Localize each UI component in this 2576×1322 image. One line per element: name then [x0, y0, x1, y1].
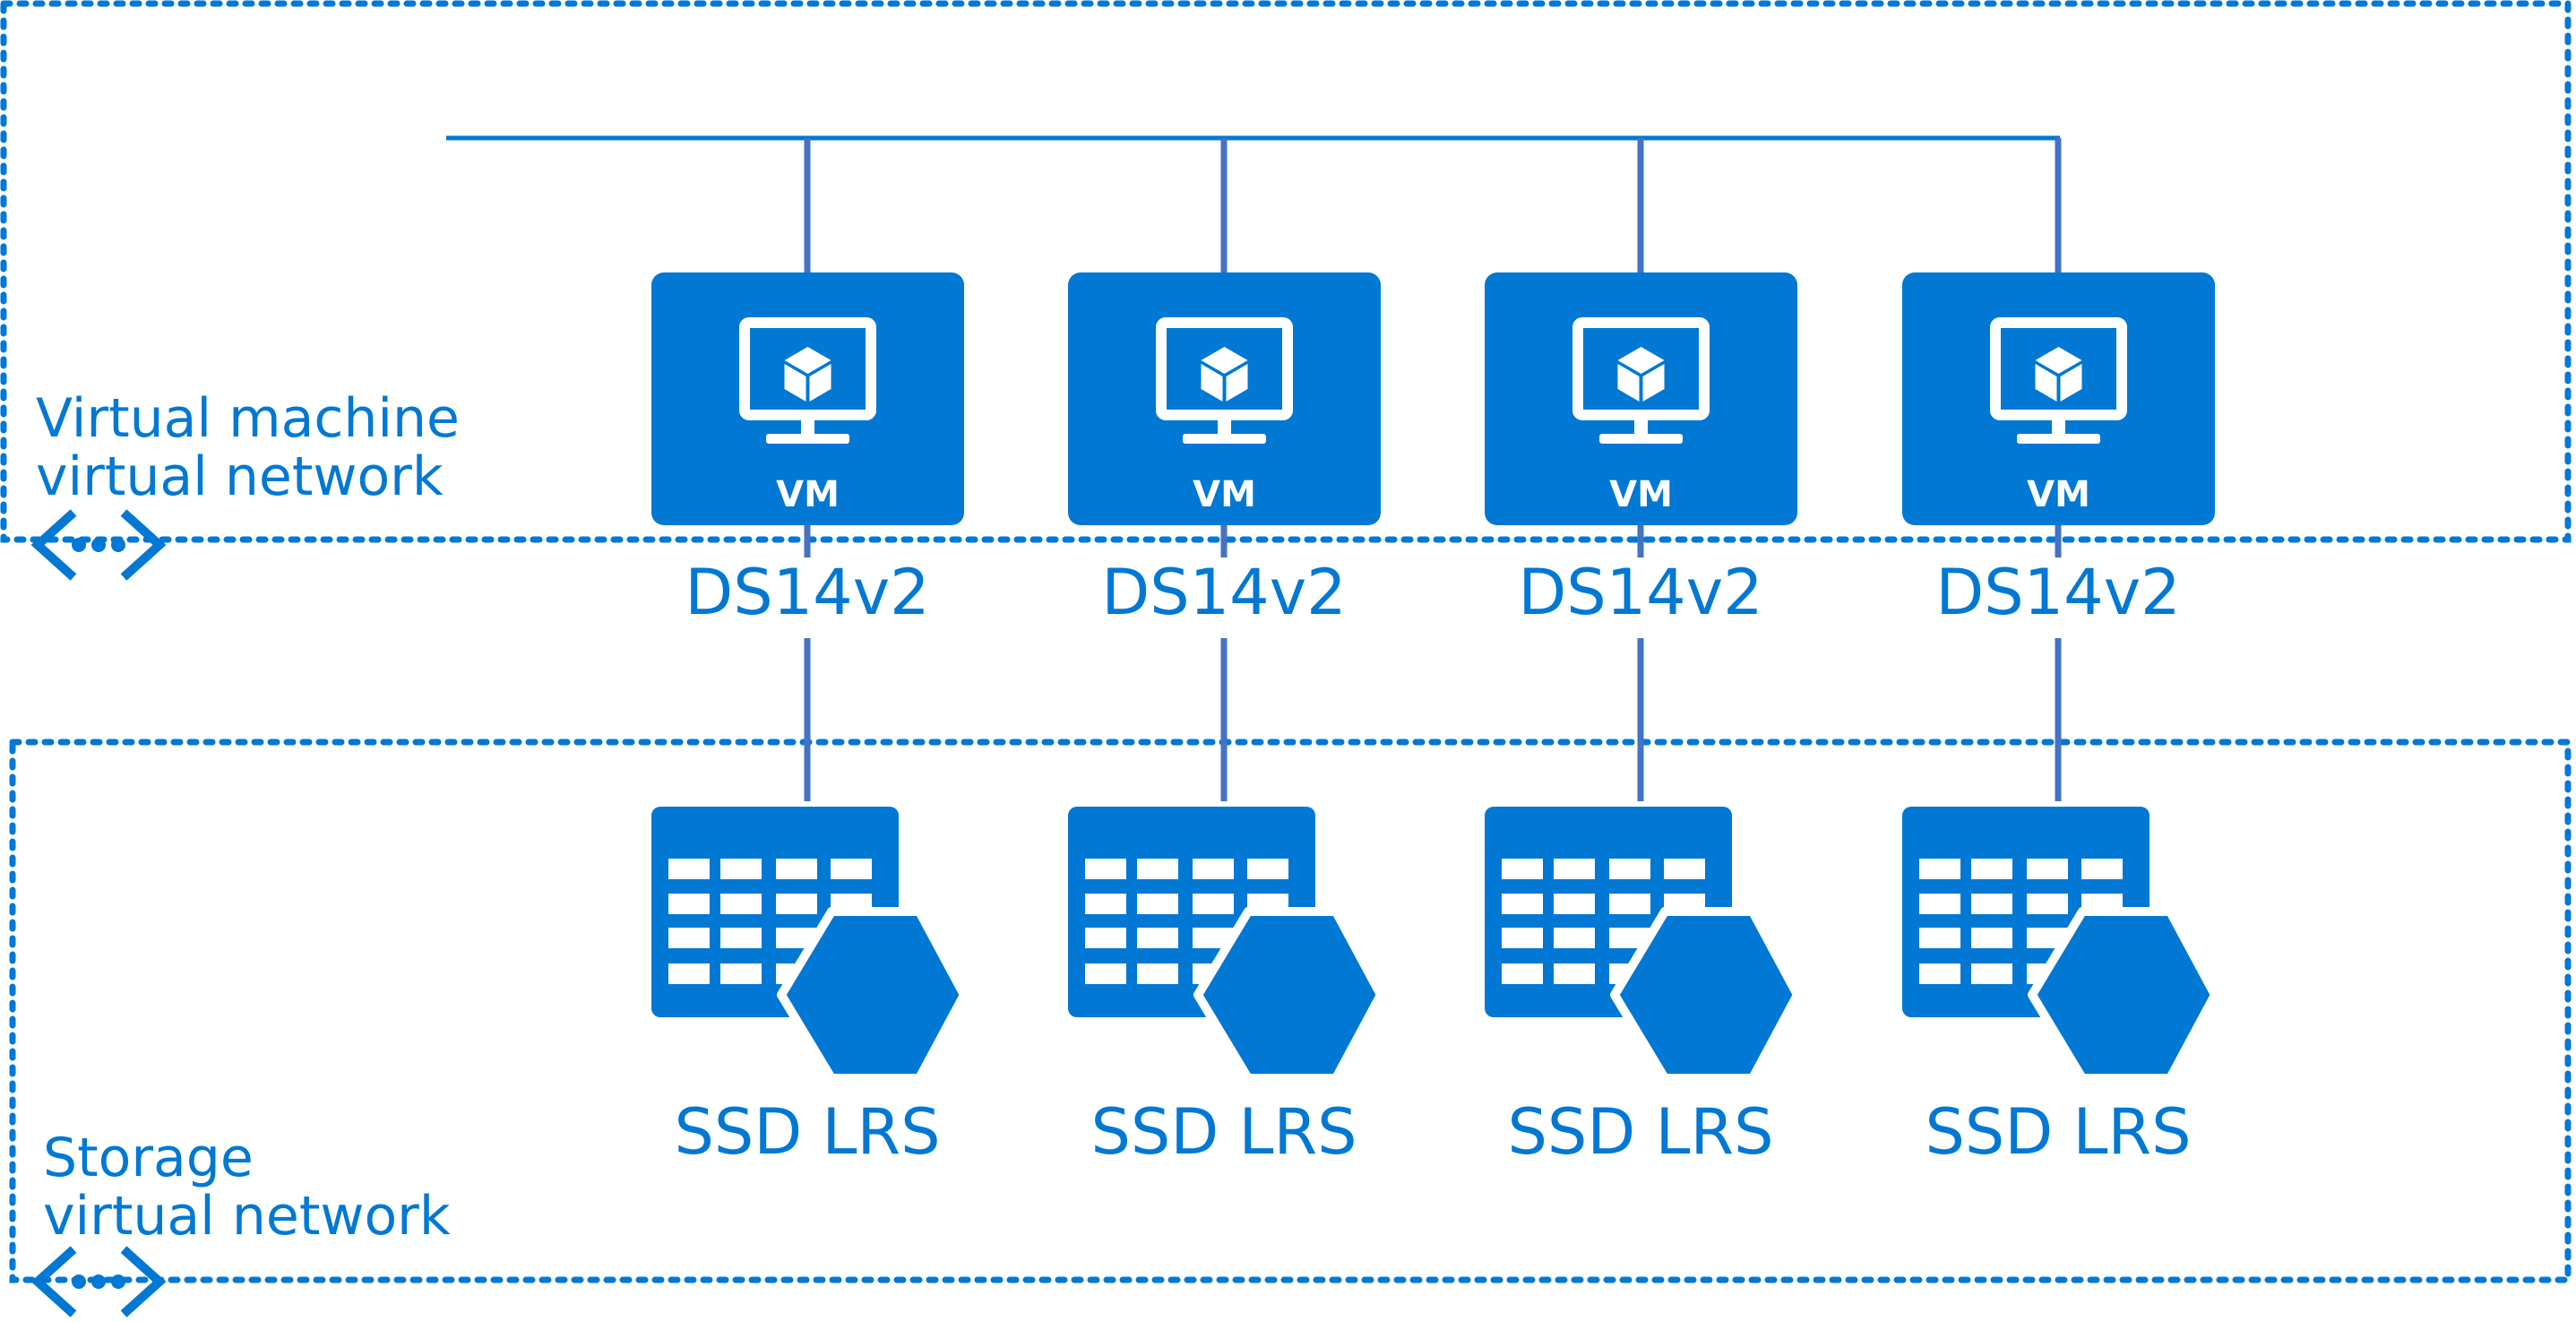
storage-disk-node	[1068, 807, 1385, 1083]
monitor-icon	[1572, 317, 1710, 444]
storage-disk-node	[1485, 807, 1802, 1083]
vm-box	[1485, 272, 1797, 525]
virtual-network-icon	[30, 1246, 167, 1318]
vm-size-label: DS14v2	[1935, 556, 2180, 629]
vm-node: VM	[1902, 272, 2215, 525]
ssd-disk-hexagon	[1610, 907, 1802, 1083]
node-column: VM DS14v2 SSD LRS	[651, 138, 969, 1169]
vm-size-label: DS14v2	[1101, 556, 1346, 629]
storage-network-boundary	[9, 739, 2572, 1283]
vm-node: VM	[651, 272, 964, 525]
cube-icon	[1617, 347, 1665, 402]
ssd-disk-hexagon	[777, 907, 969, 1083]
vm-box	[1068, 272, 1381, 525]
vm-node: VM	[1485, 272, 1797, 525]
disk-type-label: SSD LRS	[1507, 1095, 1773, 1169]
monitor-icon	[1990, 317, 2127, 444]
vm-label: VM	[776, 474, 840, 515]
vm-label: VM	[1193, 474, 1256, 515]
vm-size-label: DS14v2	[685, 556, 929, 629]
virtual-network-icon	[30, 509, 167, 581]
ssd-disk-hexagon	[1193, 907, 1385, 1083]
node-column: VM DS14v2 SSD LRS	[1902, 138, 2219, 1169]
vm-size-label: DS14v2	[1518, 556, 1762, 629]
vm-node: VM	[1068, 272, 1381, 525]
vm-label: VM	[2027, 474, 2090, 515]
disk-type-label: SSD LRS	[1925, 1095, 2191, 1169]
cube-icon	[1201, 347, 1248, 402]
disk-type-label: SSD LRS	[1090, 1095, 1357, 1169]
vm-box	[651, 272, 964, 525]
node-column: VM DS14v2 SSD LRS	[1485, 138, 1802, 1169]
node-column: VM DS14v2 SSD LRS	[1068, 138, 1385, 1169]
vm-network-boundary	[0, 0, 2572, 543]
cube-icon	[2035, 347, 2082, 402]
monitor-icon	[1156, 317, 1293, 444]
monitor-icon	[739, 317, 876, 444]
storage-network-label: Storage virtual network	[43, 1127, 451, 1248]
disk-type-label: SSD LRS	[674, 1095, 940, 1169]
storage-disk-node	[651, 807, 969, 1083]
vm-network-label: Virtual machine virtual network	[36, 387, 477, 508]
ssd-disk-hexagon	[2028, 907, 2219, 1083]
vm-label: VM	[1609, 474, 1673, 515]
cube-icon	[784, 347, 831, 402]
vm-box	[1902, 272, 2215, 525]
storage-disk-node	[1902, 807, 2219, 1083]
